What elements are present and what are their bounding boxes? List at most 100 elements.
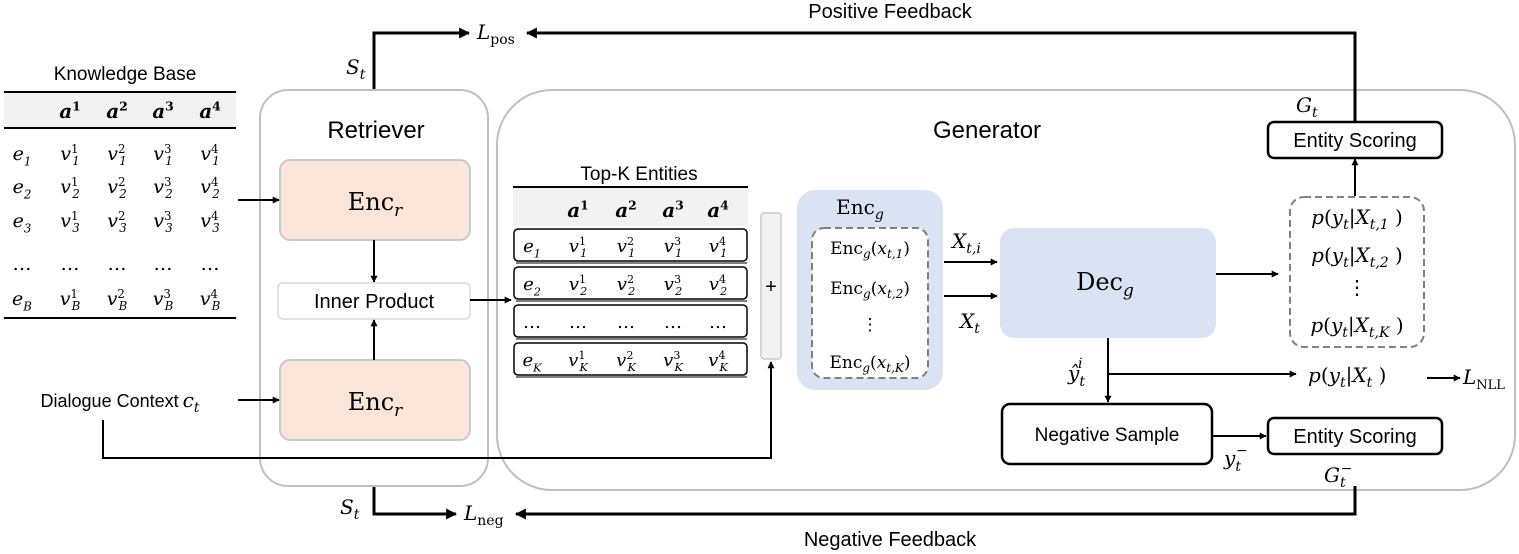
x-ti-label: Xt,i [950, 229, 981, 257]
inner-product-label: Inner Product [314, 291, 435, 313]
l-neg-label: Lneg [463, 501, 504, 529]
topk-entity-cell: e1 [523, 236, 541, 260]
kb-header-cell: a4 [199, 98, 221, 123]
kb-value-cell: … [154, 253, 173, 275]
kb-header-cell: a1 [59, 98, 81, 123]
prob-item: p(yt|Xt,2 ) [1311, 243, 1403, 271]
negative-feedback-label: Negative Feedback [804, 529, 977, 551]
kb-entity-cell: eB [12, 288, 32, 314]
g-t-neg-label: Gt− [1324, 461, 1352, 491]
topk-header-cell: a4 [707, 197, 729, 222]
generator-title: Generator [933, 117, 1041, 144]
concat-bar [760, 212, 782, 360]
kb-header-cell: a3 [152, 98, 174, 123]
positive-feedback-line [525, 27, 1357, 121]
prob-item: p(yt|Xt,K ) [1310, 313, 1403, 341]
kb-entity-cell: e1 [13, 143, 32, 169]
kb-header-cell: a2 [106, 98, 128, 123]
negative-sample-label: Negative Sample [1035, 425, 1180, 446]
topk-value-cell: … [709, 312, 727, 333]
y-neg-label: yt− [1223, 443, 1248, 475]
negative-sample-box [1000, 402, 1214, 466]
prob-item: ⋮ [1347, 275, 1367, 299]
retriever-title: Retriever [327, 117, 424, 144]
x-t-label: Xt [958, 309, 980, 337]
negative-feedback-line [514, 486, 1357, 520]
kb-value-cell: … [108, 253, 127, 275]
enc-g-item: Encg(xt,1) [830, 239, 910, 261]
s-t-top-label: St [346, 55, 366, 83]
entity-scoring-top-box [1266, 120, 1444, 160]
s-t-bottom-label: St [340, 495, 360, 523]
topk-entity-cell: eK [523, 350, 543, 374]
enc-g-item: ⋮ [862, 315, 879, 335]
topk-header-cell: a3 [662, 197, 684, 222]
enc-g-label: Encg [836, 195, 884, 223]
plus-symbol: + [765, 276, 777, 298]
probs-dashed-box [1289, 196, 1425, 348]
entity-scoring-top-label: Entity Scoring [1293, 130, 1416, 152]
g-t-label: Gt [1296, 93, 1318, 121]
topk-title: Top-K Entities [580, 164, 697, 185]
line-context-to-plus [102, 361, 775, 459]
topk-header-cell: a2 [615, 197, 637, 222]
l-pos-label: Lpos [476, 20, 515, 48]
topk-value-cell: … [664, 312, 682, 333]
entity-scoring-bottom-box [1266, 416, 1444, 456]
dec-g-label: Decg [1076, 268, 1134, 301]
retriever-panel [259, 89, 489, 487]
kb-entity-cell: e3 [13, 210, 32, 236]
enc-g-item: Encg(xt,K) [829, 353, 910, 375]
topk-value-cell: … [617, 312, 635, 333]
topk-entity-cell: e2 [523, 274, 541, 298]
enc-g-item: Encg(xt,2) [830, 279, 910, 301]
topk-value-cell: … [569, 312, 587, 333]
s-t-bottom-line [372, 487, 458, 520]
topk-row-box [513, 228, 748, 262]
kb-value-cell: … [61, 253, 80, 275]
kb-entity-cell: … [13, 253, 32, 275]
enc-r-bottom-label: Encr [348, 388, 403, 421]
entity-scoring-bottom-label: Entity Scoring [1293, 426, 1416, 448]
topk-row-box [513, 266, 748, 300]
topk-entity-cell: … [523, 312, 541, 333]
l-nll-label: LNLL [1462, 365, 1505, 393]
prob-item: p(yt|Xt,1 ) [1311, 205, 1403, 233]
enc-g-dashed-box [811, 227, 929, 379]
topk-header-bg [513, 188, 748, 226]
kb-value-cell: … [201, 253, 220, 275]
s-t-top-line [372, 27, 471, 89]
kb-title: Knowledge Base [54, 64, 197, 85]
topk-row-box [513, 304, 748, 338]
topk-header-cell: a1 [567, 197, 589, 222]
topk-row-box [513, 342, 748, 376]
